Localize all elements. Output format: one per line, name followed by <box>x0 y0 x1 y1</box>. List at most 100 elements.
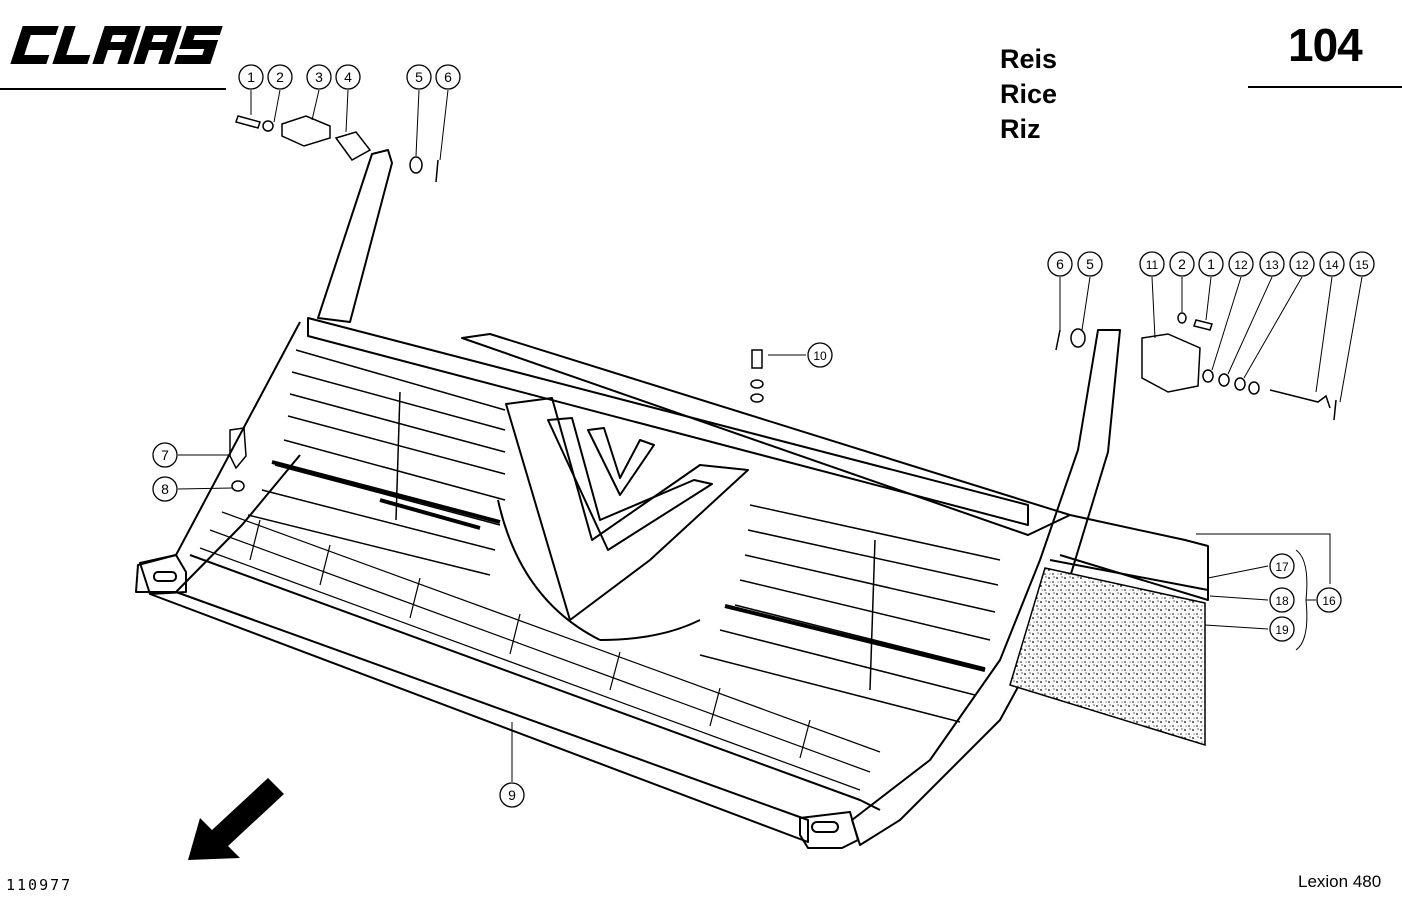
right-mount-tab <box>799 811 859 849</box>
washer-5-right <box>1070 328 1086 348</box>
callout-label: 14 <box>1325 258 1339 272</box>
callout-4: 4 <box>335 64 361 90</box>
right-extension-rail <box>1059 514 1209 601</box>
washer-13 <box>1218 373 1230 387</box>
callout-1: 1 <box>238 64 264 90</box>
callout-19: 19 <box>1269 616 1295 642</box>
direction-arrow-icon <box>188 778 284 860</box>
callout-6: 6 <box>435 64 461 90</box>
right-grate <box>699 504 1001 723</box>
callout-label: 6 <box>1056 256 1064 272</box>
clip-7 <box>229 427 247 470</box>
callout-label: 3 <box>315 69 323 85</box>
callout-15: 15 <box>1349 251 1375 277</box>
callout-14: 14 <box>1319 251 1345 277</box>
callout-13: 13 <box>1259 251 1285 277</box>
callout-label: 12 <box>1295 258 1309 272</box>
bracket-plate-left <box>281 115 331 147</box>
split-pin-left <box>435 159 439 183</box>
split-pin-right <box>1055 329 1061 351</box>
callout-17: 17 <box>1269 553 1295 579</box>
top-cover-plate <box>461 333 1071 536</box>
right-mount-slot <box>811 821 839 833</box>
callout-label: 12 <box>1234 258 1248 272</box>
washer-10 <box>750 379 764 389</box>
callout-label: 8 <box>161 481 169 497</box>
nut-8 <box>231 480 245 492</box>
left-grate <box>247 349 506 576</box>
center-v-core <box>587 427 655 496</box>
callout-5: 5 <box>1077 251 1103 277</box>
nut-12-a <box>1202 369 1214 383</box>
bolt-left <box>235 115 261 129</box>
bolt-right <box>1193 319 1213 331</box>
hardware-parts <box>229 115 1337 492</box>
callout-label: 2 <box>1178 256 1186 272</box>
callout-label: 6 <box>444 69 452 85</box>
washer-left <box>262 120 274 132</box>
right-extension-strip <box>1049 559 1209 600</box>
title-de: Reis <box>1000 44 1058 74</box>
drawing-number: 110977 <box>6 876 73 894</box>
callout-1: 1 <box>1198 251 1224 277</box>
machine-model: Lexion 480 <box>1298 872 1382 891</box>
callout-12: 12 <box>1228 251 1254 277</box>
header-rule-left <box>0 88 226 90</box>
bottom-front-bar <box>149 591 809 843</box>
callout-label: 10 <box>813 349 827 363</box>
callout-12: 12 <box>1289 251 1315 277</box>
callout-label: 7 <box>161 447 169 463</box>
callout-label: 2 <box>276 69 284 85</box>
callout-6: 6 <box>1047 251 1073 277</box>
washer-5-left <box>409 156 423 174</box>
callout-label: 11 <box>1146 258 1159 272</box>
callout-10: 10 <box>807 342 833 368</box>
bracket-plate-right <box>1141 333 1201 393</box>
callout-2: 2 <box>267 64 293 90</box>
callout-label: 5 <box>415 69 423 85</box>
top-rail <box>307 317 1029 526</box>
nut-10 <box>750 393 764 403</box>
bushing-left <box>334 131 372 161</box>
callout-label: 18 <box>1275 594 1289 608</box>
pin-14 <box>1269 389 1331 409</box>
right-side-plate <box>851 329 1121 846</box>
rubber-mat <box>1009 567 1206 747</box>
center-v-plate <box>505 397 749 621</box>
callout-8: 8 <box>152 476 178 502</box>
washer-2-right <box>1177 312 1187 324</box>
right-grate-dark-bars <box>724 604 986 672</box>
left-side-plate <box>317 149 393 323</box>
title-fr: Riz <box>1000 114 1041 144</box>
callout-3: 3 <box>306 64 332 90</box>
diagram-title: Reis Rice Riz <box>1000 42 1057 147</box>
callout-2: 2 <box>1169 251 1195 277</box>
callout-16: 16 <box>1316 587 1342 613</box>
callout-11: 11 <box>1139 251 1165 277</box>
center-arc-left <box>497 499 601 641</box>
callout-label: 19 <box>1275 623 1289 637</box>
left-mount-tab <box>139 554 187 595</box>
center-arc-right <box>599 619 701 641</box>
split-pin-15 <box>1333 399 1337 421</box>
callout-label: 15 <box>1355 258 1369 272</box>
callout-label: 4 <box>344 69 352 85</box>
nut-12-b <box>1234 377 1246 391</box>
bottom-sieve <box>199 511 881 791</box>
callout-5: 5 <box>406 64 432 90</box>
callout-9: 9 <box>499 782 525 808</box>
left-grate-dark-bars <box>271 460 501 530</box>
center-v-inner <box>547 417 713 551</box>
callout-label: 13 <box>1265 258 1279 272</box>
leader-lines <box>177 89 1363 782</box>
callout-label: 1 <box>1207 256 1215 272</box>
left-mount-slot <box>153 571 177 582</box>
bottom-inner-rail <box>189 554 881 811</box>
callout-18: 18 <box>1269 587 1295 613</box>
page-number: 104 <box>1288 19 1363 71</box>
title-en: Rice <box>1000 79 1058 109</box>
callout-7: 7 <box>152 442 178 468</box>
callout-label: 5 <box>1086 256 1094 272</box>
